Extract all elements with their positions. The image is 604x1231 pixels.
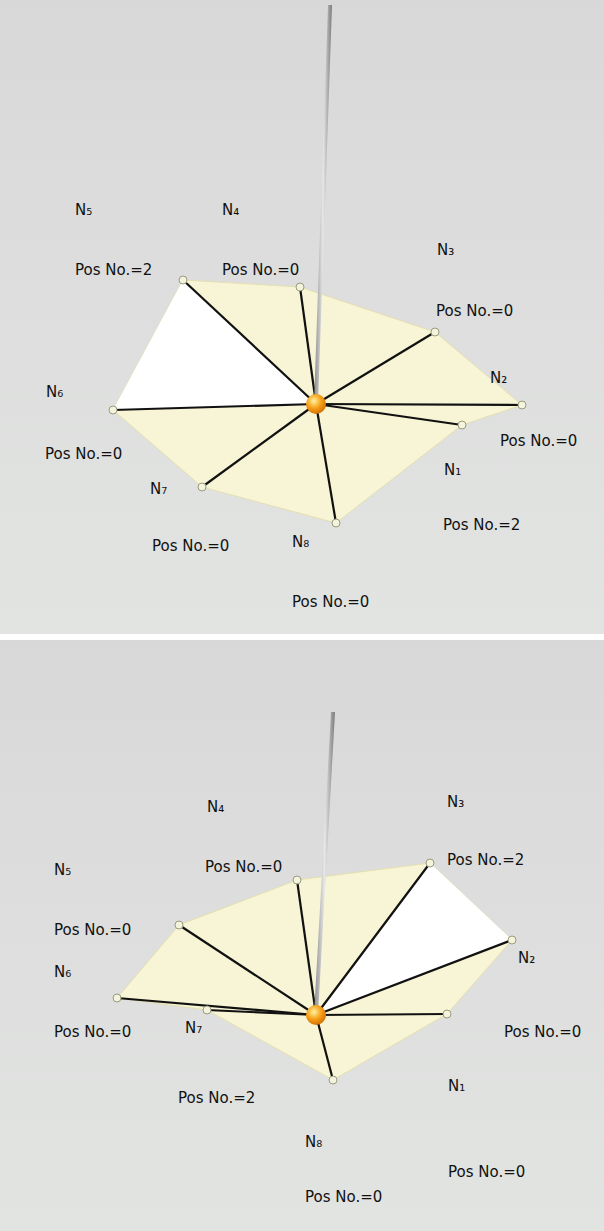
- position-number: Pos No.=0: [436, 301, 513, 321]
- neighbor-name: N₃: [447, 792, 464, 812]
- selected-triangle: [113, 280, 316, 410]
- neighbor-name: N₅: [54, 860, 71, 880]
- neighbor-name: N₂: [518, 948, 535, 968]
- neighbor-name: N₆: [54, 962, 71, 982]
- neighbor-name: N₁: [448, 1076, 465, 1096]
- position-number: Pos No.=2: [447, 850, 524, 870]
- neighbor-links: [117, 863, 512, 1080]
- position-number: Pos No.=0: [54, 1022, 131, 1042]
- position-number: Pos No.=0: [152, 536, 229, 556]
- neighbor-name: N₆: [46, 382, 63, 402]
- selected-triangle: [316, 863, 512, 1015]
- neighbor-name: N₄: [207, 797, 224, 817]
- position-number: Pos No.=2: [443, 515, 520, 535]
- neighbor-polygon: [117, 863, 512, 1080]
- position-number: Pos No.=0: [292, 592, 369, 612]
- position-number: Pos No.=0: [205, 857, 282, 877]
- neighbor-name: N₁: [444, 460, 461, 480]
- neighbor-name: N₇: [150, 479, 167, 499]
- normal-vector: [314, 712, 335, 1015]
- position-number: Pos No.=2: [75, 260, 152, 280]
- neighbor-name: N₃: [437, 240, 454, 260]
- position-number: Pos No.=0: [305, 1187, 382, 1207]
- position-number: Pos No.=0: [500, 431, 577, 451]
- neighbor-name: N₇: [185, 1018, 202, 1038]
- panel-ground: [0, 0, 604, 634]
- neighbor-name: N₄: [222, 200, 239, 220]
- panel-ground: [0, 640, 604, 1231]
- center-point: [306, 394, 326, 414]
- neighbor-points: [113, 859, 516, 1084]
- center-point: [306, 1005, 326, 1025]
- position-number: Pos No.=2: [178, 1088, 255, 1108]
- position-number: Pos No.=0: [448, 1162, 525, 1182]
- neighbor-name: N₂: [490, 368, 507, 388]
- neighbor-points: [109, 276, 526, 527]
- neighbor-name: N₈: [292, 532, 309, 552]
- neighbor-name: N₅: [75, 200, 92, 220]
- position-number: Pos No.=0: [54, 920, 131, 940]
- position-number: Pos No.=0: [504, 1022, 581, 1042]
- neighbor-name: N₈: [305, 1132, 322, 1152]
- position-number: Pos No.=0: [45, 444, 122, 464]
- normal-vector: [314, 5, 332, 404]
- position-number: Pos No.=0: [222, 260, 299, 280]
